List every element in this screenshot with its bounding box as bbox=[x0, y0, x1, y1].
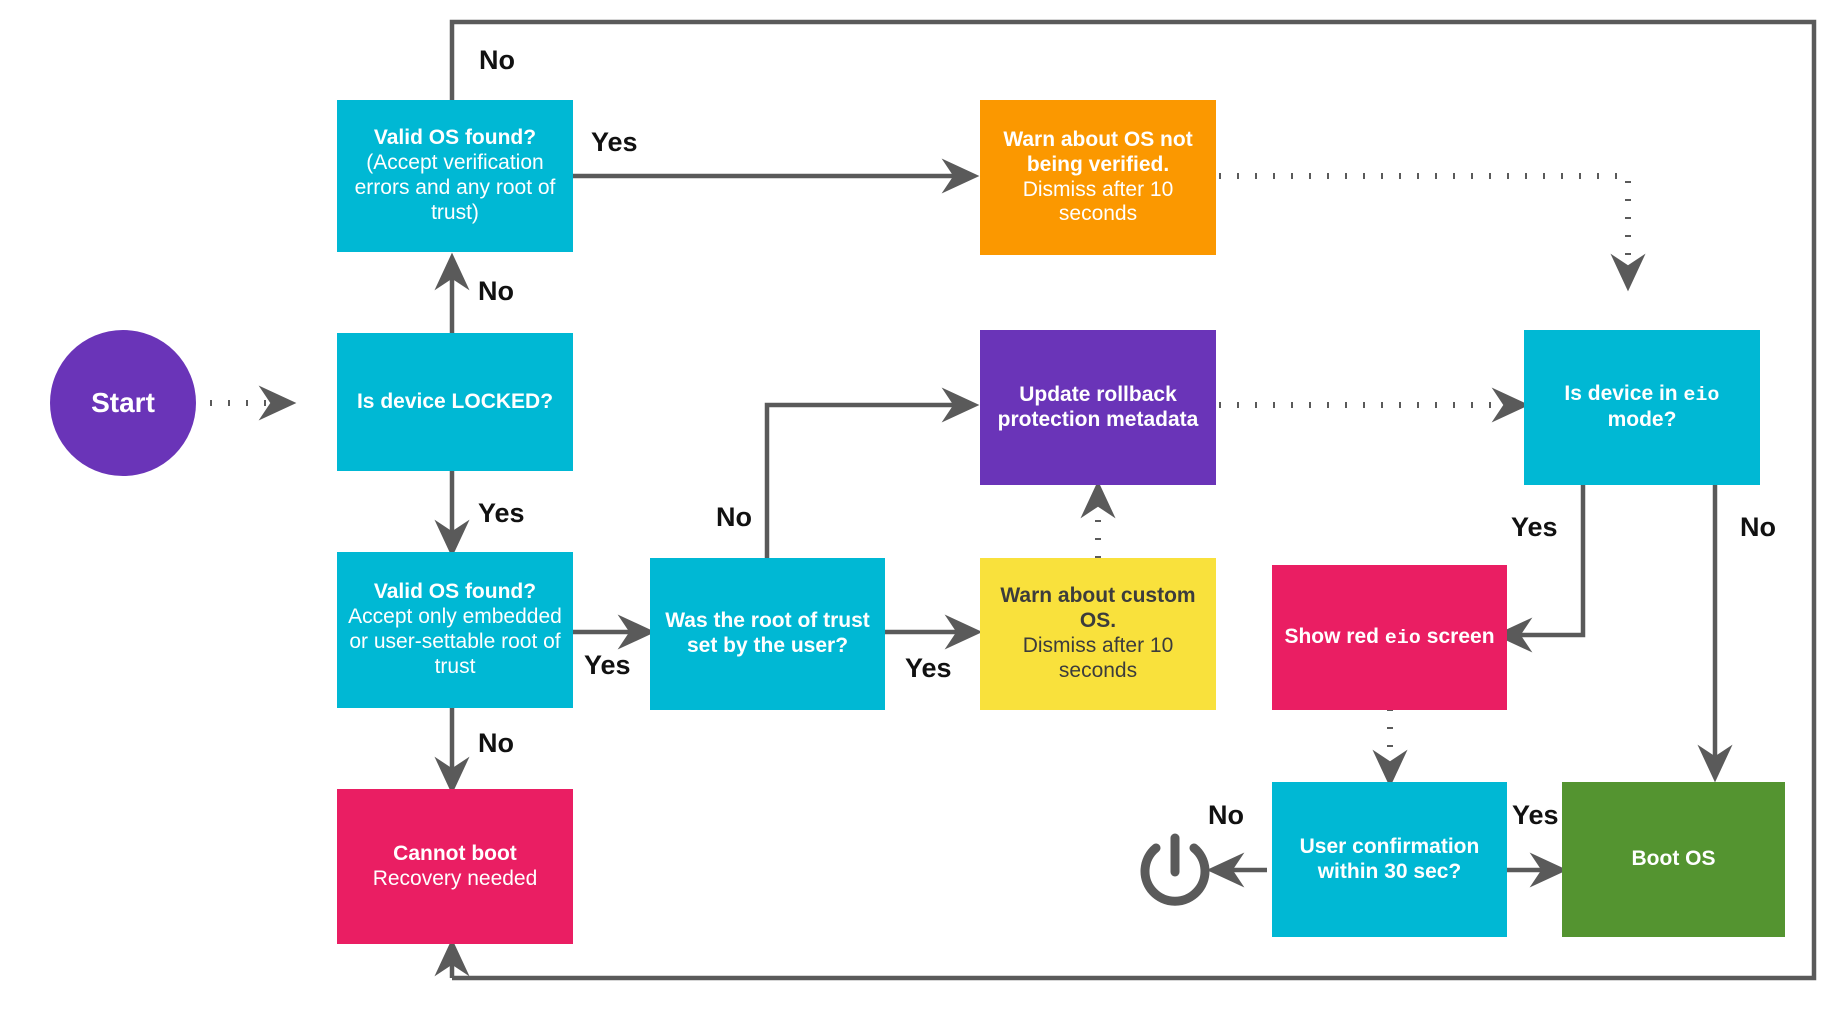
edge-label-yes-user-confirm: Yes bbox=[1512, 800, 1559, 830]
node-cannot-boot-title: Cannot boot bbox=[393, 841, 517, 865]
node-cannot-boot-sub: Recovery needed bbox=[372, 866, 538, 890]
node-eio-mode-title: Is device in eio mode? bbox=[1564, 382, 1720, 431]
node-is-locked-title: Is device LOCKED? bbox=[356, 389, 554, 413]
node-update-rollback[interactable]: Update rollback protection metadata bbox=[980, 330, 1216, 485]
edge-label-yes-valid-os-bottom: Yes bbox=[584, 650, 631, 680]
edge-label-no-root-of-trust: No bbox=[716, 502, 752, 532]
node-root-of-trust-title: Was the root of trust set by the user? bbox=[665, 609, 870, 657]
edge-label-yes-valid-os-top: Yes bbox=[591, 127, 638, 157]
node-warn-unverified[interactable]: Warn about OS not being verified. Dismis… bbox=[980, 100, 1216, 255]
node-update-rollback-title: Update rollback protection metadata bbox=[997, 382, 1199, 431]
node-valid-os-top[interactable]: Valid OS found? (Accept verification err… bbox=[337, 100, 573, 252]
eio-keyword: eio bbox=[1683, 384, 1720, 407]
edge-label-no-valid-os-bottom: No bbox=[478, 728, 514, 758]
node-red-eio-screen[interactable]: Show red eio screen bbox=[1272, 565, 1507, 710]
power-icon bbox=[1146, 838, 1206, 902]
node-valid-os-bottom-sub: Accept only embedded or user-settable ro… bbox=[348, 605, 562, 678]
node-cannot-boot[interactable]: Cannot boot Recovery needed bbox=[337, 789, 573, 944]
edge-label-no-top-loop: No bbox=[479, 45, 515, 75]
node-start[interactable]: Start bbox=[50, 330, 196, 476]
edge-label-no-user-confirm: No bbox=[1208, 800, 1244, 830]
node-red-eio-screen-title: Show red eio screen bbox=[1284, 624, 1495, 649]
node-valid-os-bottom[interactable]: Valid OS found? Accept only embedded or … bbox=[337, 552, 573, 708]
edge-label-no-eio: No bbox=[1740, 512, 1776, 542]
node-warn-custom-os-sub: Dismiss after 10 seconds bbox=[1022, 634, 1174, 682]
node-start-label: Start bbox=[91, 387, 155, 419]
node-user-confirm-title: User confirmation within 30 sec? bbox=[1299, 834, 1480, 883]
node-valid-os-bottom-title: Valid OS found? bbox=[373, 580, 537, 604]
node-valid-os-top-sub: (Accept verification errors and any root… bbox=[354, 151, 556, 224]
eio-keyword: eio bbox=[1384, 626, 1421, 649]
node-warn-custom-os-title: Warn about custom OS. bbox=[1000, 584, 1196, 633]
node-user-confirm[interactable]: User confirmation within 30 sec? bbox=[1272, 782, 1507, 937]
node-warn-unverified-title: Warn about OS not being verified. bbox=[1003, 127, 1193, 176]
node-valid-os-top-title: Valid OS found? bbox=[373, 126, 537, 150]
node-is-locked[interactable]: Is device LOCKED? bbox=[337, 333, 573, 471]
edge-label-no-locked-up: No bbox=[478, 276, 514, 306]
node-boot-os[interactable]: Boot OS bbox=[1562, 782, 1785, 937]
node-root-of-trust[interactable]: Was the root of trust set by the user? bbox=[650, 558, 885, 710]
edge-label-yes-root-of-trust: Yes bbox=[905, 653, 952, 683]
node-warn-unverified-sub: Dismiss after 10 seconds bbox=[1022, 177, 1174, 226]
node-eio-mode[interactable]: Is device in eio mode? bbox=[1524, 330, 1760, 485]
node-boot-os-title: Boot OS bbox=[1631, 847, 1716, 871]
edge-label-yes-locked-down: Yes bbox=[478, 498, 525, 528]
edge-label-yes-eio: Yes bbox=[1511, 512, 1558, 542]
node-warn-custom-os[interactable]: Warn about custom OS. Dismiss after 10 s… bbox=[980, 558, 1216, 710]
